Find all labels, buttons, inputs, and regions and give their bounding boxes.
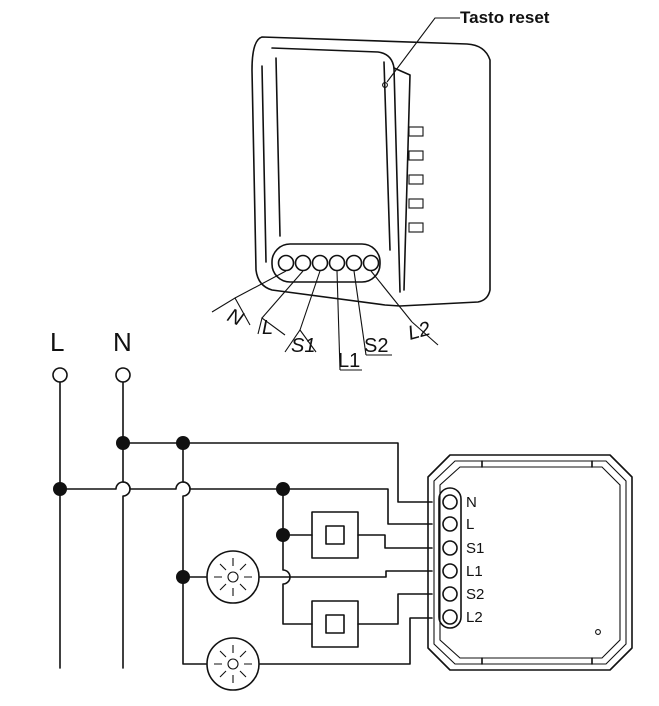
switch2-to-s2-wire — [357, 593, 433, 625]
iso-terminal-label-l1: L1 — [338, 350, 360, 372]
iso-terminal-label-l2: L2 — [406, 318, 433, 345]
junction-dot — [53, 482, 67, 496]
live-terminal — [52, 367, 68, 383]
lamp-2 — [206, 637, 260, 691]
iso-terminal-label-s1: S1 — [291, 335, 315, 357]
terminal-label-l2: L2 — [466, 609, 483, 626]
reset-button-hole — [382, 82, 388, 88]
live-switch-feed — [282, 488, 313, 625]
reset-button-label: Tasto reset — [460, 8, 550, 27]
junction-dot — [176, 570, 190, 584]
terminal-label-s2: S2 — [466, 586, 484, 603]
terminal-label-l: L — [466, 516, 474, 533]
switch-2 — [311, 600, 359, 648]
wiring-schematic: L N — [50, 327, 633, 691]
live-bus-wire — [59, 481, 284, 490]
lamp2-to-l2-wire — [259, 617, 433, 665]
module-top-view: N L S1 L1 S2 L2 — [427, 454, 633, 671]
junction-dot — [176, 436, 190, 450]
lamp-1 — [206, 550, 260, 604]
switch-2-rocker — [325, 614, 345, 634]
terminal-label-l1: L1 — [466, 563, 483, 580]
neutral-lamp-feed — [182, 442, 207, 665]
junction-dot — [276, 482, 290, 496]
neutral-terminal — [115, 367, 131, 383]
mains-neutral-label: N — [113, 327, 132, 357]
neutral-to-module-wire — [122, 442, 433, 503]
iso-terminal-label-n: N — [224, 305, 247, 331]
switch-1-rocker — [325, 525, 345, 545]
module-reset-hole — [595, 629, 601, 635]
switch-1 — [311, 511, 359, 559]
lamp1-to-l1-wire — [259, 570, 433, 578]
iso-terminal-label-s2: S2 — [364, 335, 388, 357]
junction-dot — [276, 528, 290, 542]
junction-dot — [116, 436, 130, 450]
mains-live-label: L — [50, 327, 64, 357]
terminal-label-n: N — [466, 494, 477, 511]
switch1-to-s1-wire — [357, 534, 433, 549]
module-isometric-view: Tasto reset N L S1 L1 S2 L2 — [211, 8, 550, 372]
iso-terminal-label-l: L — [262, 317, 273, 339]
live-to-module-wire — [282, 488, 433, 525]
neutral-line — [122, 381, 131, 669]
terminal-label-s1: S1 — [466, 540, 484, 557]
